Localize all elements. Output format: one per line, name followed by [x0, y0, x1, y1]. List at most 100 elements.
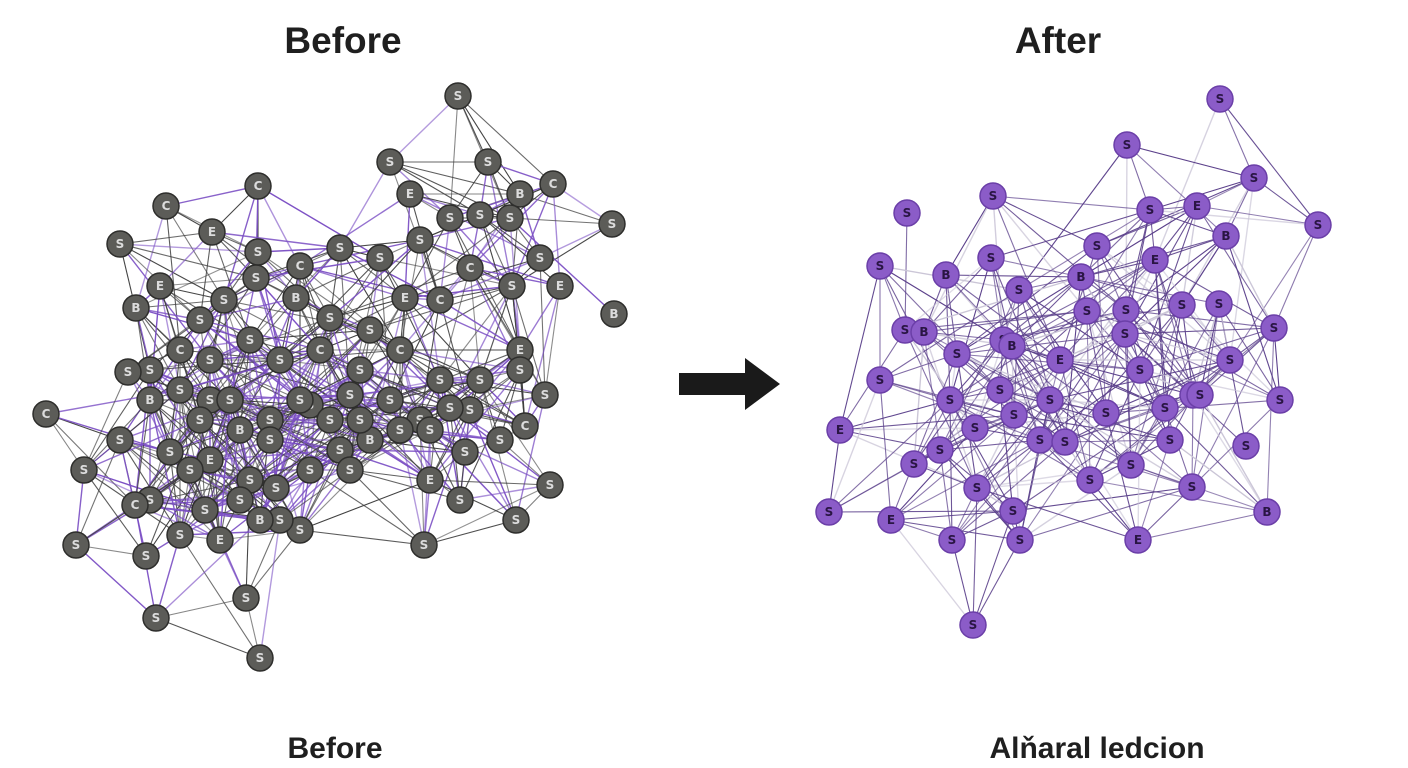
after-node: S [1151, 394, 1179, 422]
after-node: E [1046, 346, 1074, 374]
before-node-label: S [236, 493, 245, 507]
after-edge [1086, 259, 1156, 312]
before-node: S [444, 82, 472, 110]
after-node-label: B [941, 268, 950, 282]
before-node-label: S [508, 279, 517, 293]
before-node: E [146, 272, 174, 300]
before-node-circle [486, 426, 514, 454]
after-edge [1125, 309, 1275, 329]
before-node-circle [196, 346, 224, 374]
before-edge [255, 277, 321, 351]
before-edge [279, 449, 341, 521]
before-edge [119, 243, 257, 279]
after-node: E [826, 416, 854, 444]
before-node-circle [336, 381, 364, 409]
after-node-circle [900, 450, 928, 478]
before-node-circle [232, 584, 260, 612]
after-node-circle [826, 416, 854, 444]
before-node: S [410, 531, 438, 559]
after-edge [828, 510, 1014, 513]
before-node-label: S [146, 493, 155, 507]
before-node-label: S [186, 463, 195, 477]
before-edge [404, 285, 513, 299]
after-edge [1013, 414, 1171, 441]
after-edge [1086, 310, 1132, 466]
before-node: S [336, 381, 364, 409]
after-node-label: S [1010, 408, 1019, 422]
after-node: B [932, 261, 960, 289]
after-edge [1199, 394, 1268, 513]
before-edge [423, 484, 551, 546]
before-edge [429, 369, 521, 481]
before-node: E [206, 526, 234, 554]
after-node-circle [866, 252, 894, 280]
after-edge [999, 389, 1171, 441]
after-edge [949, 399, 1091, 481]
before-edge [169, 451, 181, 536]
before-node-circle [496, 204, 524, 232]
before-node: C [244, 172, 272, 200]
after-edge [890, 414, 1015, 521]
after-edge [839, 265, 881, 431]
before-node: S [336, 456, 364, 484]
after-node: S [926, 436, 954, 464]
after-node: S [1136, 196, 1164, 224]
before-edge [255, 277, 281, 361]
after-node-circle [986, 376, 1014, 404]
after-edge [939, 289, 1020, 451]
before-edge [155, 597, 247, 619]
before-edge [439, 267, 471, 381]
after-edge [1012, 486, 1193, 512]
before-edge [199, 251, 259, 321]
before-node-label: S [436, 373, 445, 387]
before-node-circle [142, 604, 170, 632]
after-node-label: E [1056, 353, 1064, 367]
before-node-label: S [476, 373, 485, 387]
after-node-label: E [1151, 253, 1159, 267]
after-node-circle [1092, 399, 1120, 427]
before-node-label: S [386, 393, 395, 407]
before-node-label: S [366, 323, 375, 337]
before-node-label: S [72, 538, 81, 552]
before-node-label: S [346, 463, 355, 477]
before-node-circle [416, 466, 444, 494]
before-node-circle [62, 531, 90, 559]
before-edge [509, 217, 613, 225]
before-node-circle [406, 226, 434, 254]
after-node-circle [1266, 386, 1294, 414]
before-node-circle [206, 526, 234, 554]
after-edge [992, 195, 1098, 247]
after-node-circle [893, 199, 921, 227]
after-node: S [1205, 290, 1233, 318]
after-edge [1124, 327, 1275, 335]
before-node: S [436, 204, 464, 232]
after-node: B [1067, 263, 1095, 291]
before-node-label: S [252, 271, 261, 285]
before-node-circle [536, 471, 564, 499]
after-node-circle [936, 386, 964, 414]
before-node: S [426, 366, 454, 394]
before-edge [469, 267, 481, 381]
before-node-circle [426, 286, 454, 314]
after-node-label: S [825, 505, 834, 519]
after-edge [1086, 310, 1091, 481]
after-node-circle [1113, 131, 1141, 159]
before-edge [211, 231, 251, 341]
after-node-circle [1304, 211, 1332, 239]
before-node-label: S [254, 245, 263, 259]
before-node: S [536, 471, 564, 499]
before-node-label: S [346, 388, 355, 402]
after-node-label: S [876, 259, 885, 273]
before-edge [524, 285, 561, 427]
after-node: S [1036, 386, 1064, 414]
before-node-circle [386, 416, 414, 444]
before-node: S [166, 376, 194, 404]
after-node: S [1186, 381, 1214, 409]
before-edge [219, 429, 241, 541]
before-node-label: S [276, 513, 285, 527]
after-edge [990, 257, 1082, 278]
after-node-circle [1076, 466, 1104, 494]
after-node-circle [1260, 314, 1288, 342]
before-node-circle [546, 272, 574, 300]
after-node-circle [866, 366, 894, 394]
